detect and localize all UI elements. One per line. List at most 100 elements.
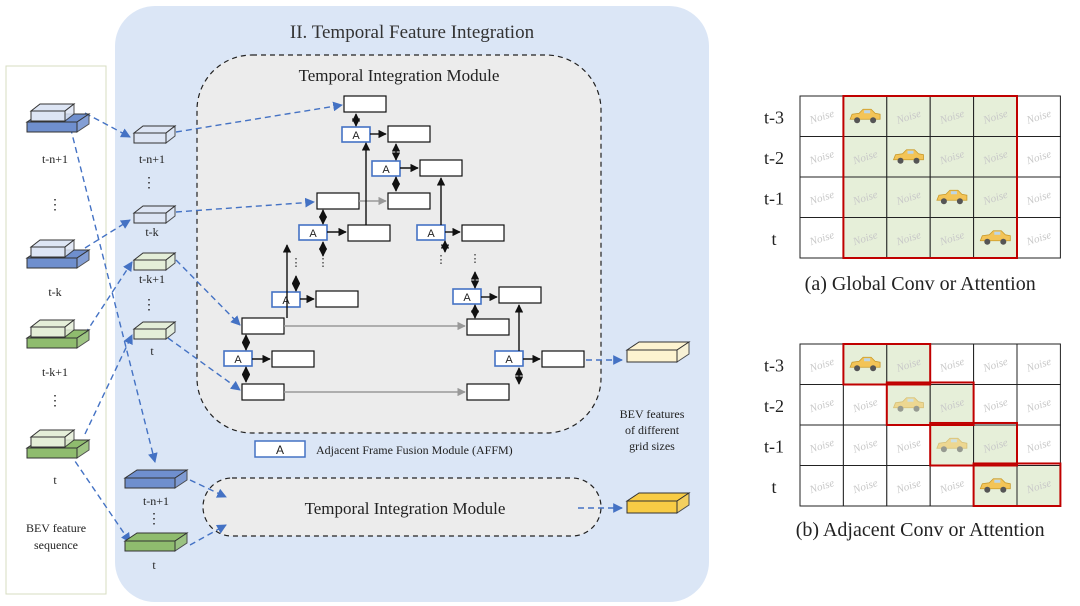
bev-bottom-frame [123,532,189,552]
car-window [994,479,1001,483]
bottom-integration-module [202,477,602,537]
car-icon [849,356,881,372]
grid-cell [973,424,1018,466]
grid-cell [1016,384,1061,426]
bev-side-face [76,329,90,349]
grid-cell [1016,465,1061,507]
bev-side-face [76,439,90,459]
affm-label: A [505,354,513,366]
bev-front-face [626,500,678,514]
selected-ellipsis: ⋮ [142,176,156,191]
bev-side-face [676,492,690,514]
bev-side-face [76,113,90,133]
bev-side-face [165,204,176,225]
feature-node [498,286,542,304]
bev-front-face [26,257,78,269]
feature-node [466,318,510,336]
module-ellipsis: ⋮ [470,253,481,265]
car-icon [936,189,968,205]
grid-cell [1016,95,1061,137]
bev-front-face [133,212,167,224]
car-wheel [984,238,991,245]
grid-cell [799,465,844,507]
affm-legend-letter: A [276,443,284,457]
grid-caption: (a) Global Conv or Attention [805,273,1036,295]
car-wheel [940,446,947,453]
grid-cell [1016,217,1061,259]
feature-node [466,383,510,401]
car-body [936,189,968,201]
bev-sequence-frame [25,102,91,133]
flow-arrow [84,219,131,249]
feature-node [387,125,431,143]
bev-side-face [165,320,176,341]
car-window [994,231,1001,235]
module-ellipsis: ⋮ [291,257,302,269]
car-wheel [1000,486,1007,493]
flow-arrow [175,197,315,213]
grid-row-label: t-2 [764,396,784,416]
bev-side-face [174,532,188,552]
bev-side-face [165,124,176,145]
multi-output-label-1: BEV features [620,407,685,421]
bev-front-face [133,328,167,340]
bev-top-slab [29,102,76,123]
car-wheel [870,117,877,124]
grid-cell [799,424,844,466]
selected-ellipsis: ⋮ [142,298,156,313]
bev-selected-frame [132,251,177,272]
feature-node [541,350,585,368]
bev-front-face [124,540,176,552]
car-wheel [940,198,947,205]
bev-front-face [26,337,78,349]
bev-side-face [64,428,75,449]
car-wheel [1000,238,1007,245]
grid-cell [842,176,888,218]
sequence-frame-label: t-k+1 [42,365,68,379]
bev-front-face [30,246,66,258]
flow-arrows [63,101,623,546]
bev-side-face [64,102,75,123]
bev-sequence-frame [25,318,91,349]
sequence-label-2: sequence [34,538,78,552]
bev-top-slab [29,318,76,339]
feature-node [241,383,285,401]
flow-arrow [175,259,241,326]
flow-arrow [189,524,227,546]
grid-cell [886,343,931,385]
flow-arrow [175,101,343,133]
bev-front-face [626,349,678,363]
bev-selected-frame [132,204,177,225]
grid-cell [929,465,975,507]
grid-row-label: t-3 [764,355,784,375]
affm-label: A [352,130,360,142]
global-window [842,95,1019,259]
car-window [950,191,957,195]
car-window [950,439,957,443]
car-window [864,110,871,114]
affm-label: A [234,354,242,366]
bev-bottom-frame [123,469,189,489]
grid-row-label: t-3 [764,107,784,127]
bev-side-face [174,469,188,489]
car-body [979,230,1011,242]
multi-output-label-2: of different [625,423,680,437]
car-body [892,149,924,161]
flow-arrow [189,479,227,498]
bev-sequence-frame [25,238,91,269]
bev-front-face [133,259,167,271]
module-ellipsis: ⋮ [436,254,447,266]
grid-row-label: t [771,229,776,249]
car-icon [849,108,881,124]
grid-cell [799,176,844,218]
feature-node [315,290,359,308]
grid-row-label: t [771,477,776,497]
car-icon [892,149,924,164]
grid-row-label: t-1 [764,436,784,456]
bev-front-face [30,326,66,338]
bev-top-slab [29,428,76,449]
grid-cell [842,384,888,426]
